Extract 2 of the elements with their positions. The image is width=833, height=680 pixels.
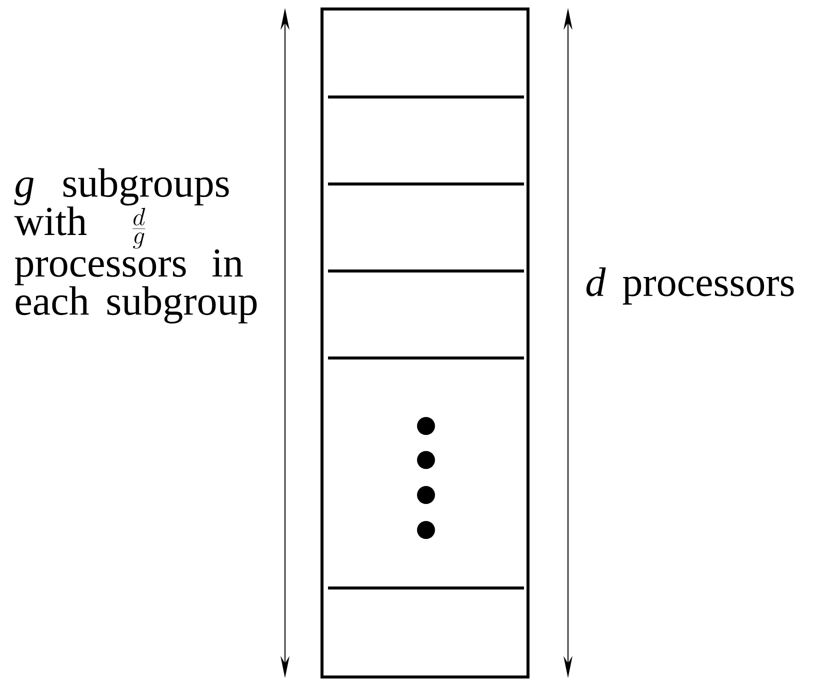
dimension-label: d processors (586, 267, 794, 305)
dimension-label: g subgroups with $\frac{d}{g}$ processors in each subgroup (14, 168, 257, 324)
